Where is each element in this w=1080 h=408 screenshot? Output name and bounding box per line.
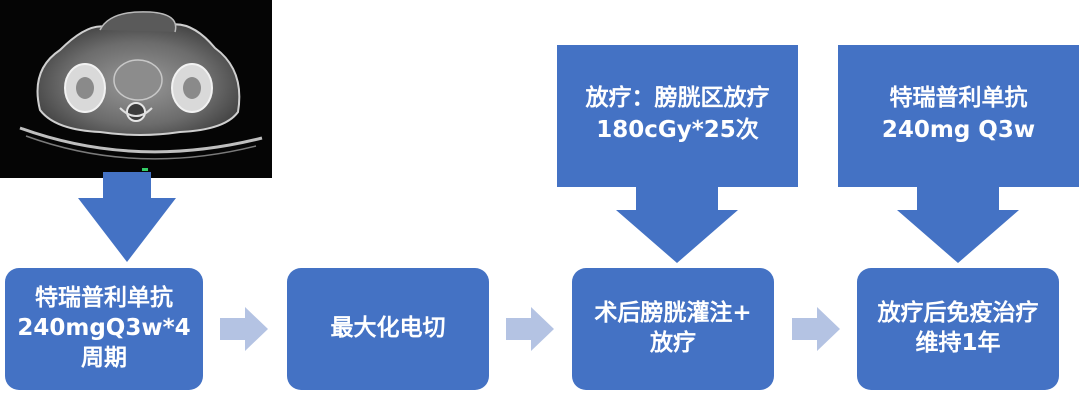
callout-radiotherapy-shape bbox=[557, 45, 798, 263]
flow-arrow-3 bbox=[792, 307, 840, 351]
callout-toripalimab: 特瑞普利单抗 240mg Q3w bbox=[838, 45, 1079, 263]
callout-radiotherapy: 放疗：膀胱区放疗 180cGy*25次 bbox=[557, 45, 798, 263]
ct-scan-graphic bbox=[0, 0, 272, 178]
step-1-box: 特瑞普利单抗 240mgQ3w*4 周期 bbox=[5, 268, 203, 390]
flow-arrow-1 bbox=[220, 307, 268, 351]
ct-scan-image bbox=[0, 0, 272, 178]
flow-arrow-2 bbox=[506, 307, 554, 351]
step-3-box: 术后膀胱灌注+ 放疗 bbox=[572, 268, 774, 390]
down-arrow-1 bbox=[78, 172, 176, 262]
callout-radiotherapy-label: 放疗：膀胱区放疗 180cGy*25次 bbox=[585, 84, 770, 143]
callout-toripalimab-label: 特瑞普利单抗 240mg Q3w bbox=[881, 84, 1036, 143]
step-4-box: 放疗后免疫治疗 维持1年 bbox=[857, 268, 1059, 390]
callout-toripalimab-shape bbox=[838, 45, 1079, 263]
step-2-box: 最大化电切 bbox=[287, 268, 489, 390]
